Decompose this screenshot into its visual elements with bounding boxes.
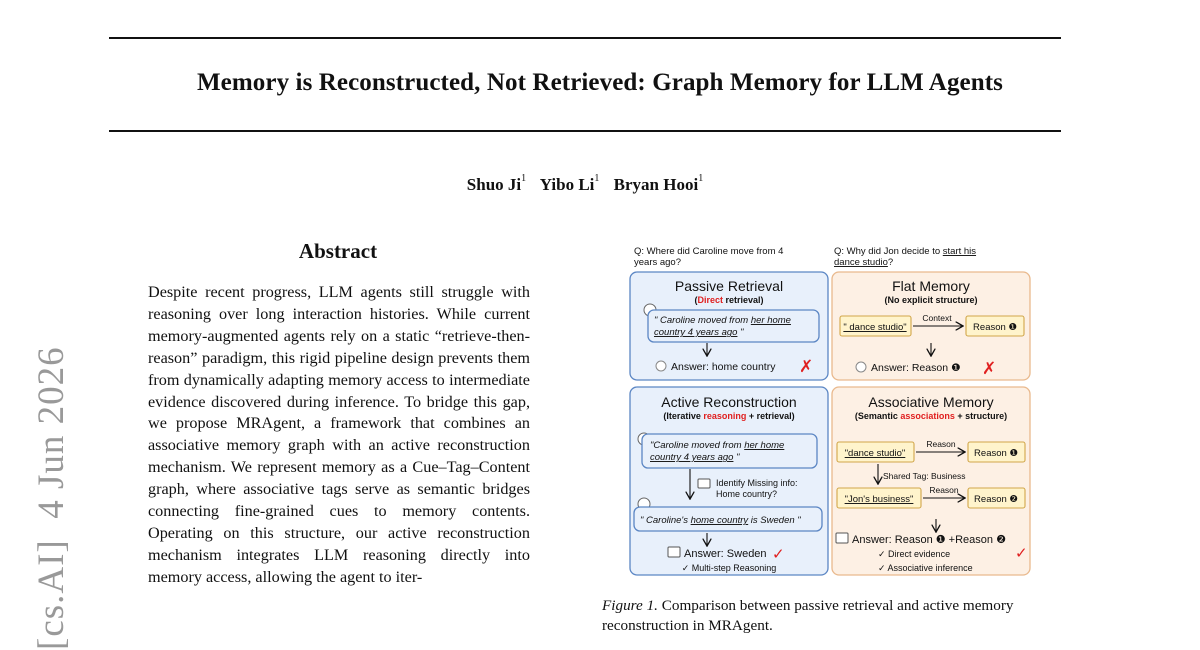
cue-node	[836, 487, 922, 509]
panel-flat-memory: Flat Memory (No explicit structure) " da…	[831, 271, 1031, 381]
cross-mark-icon: ✗	[799, 357, 813, 376]
edge-label: Reason	[926, 439, 956, 449]
panel-title: Flat Memory	[892, 278, 970, 294]
memory-bubble	[647, 309, 820, 343]
caption-text: Comparison between passive retrieval and…	[602, 597, 1014, 634]
cue-node-text: "Jon's business"	[845, 494, 914, 505]
panel-subtitle: (Direct retrieval)	[694, 295, 763, 305]
memory-bubble-text: " Caroline's home country is Sweden "	[640, 515, 801, 526]
cross-mark-icon: ✗	[982, 359, 996, 378]
author-name: Shuo Ji	[466, 175, 522, 194]
robot-icon	[855, 361, 867, 373]
panel-active-reconstruction: Active Reconstruction (Iterative reasoni…	[629, 386, 829, 576]
missing-info-text: Identify Missing info:Home country?	[716, 478, 798, 499]
cue-node-text: " dance studio"	[843, 322, 906, 333]
panel-subtitle: (Iterative reasoning + retrieval)	[663, 411, 794, 421]
author-name: Bryan Hooi	[613, 175, 699, 194]
check-text: ✓ Direct evidence	[878, 549, 950, 559]
robot-icon	[835, 532, 849, 544]
author-list: Shuo Ji1 Yibo Li1 Bryan Hooi1	[0, 173, 1170, 195]
panel-associative-memory: Associative Memory (Semantic association…	[831, 386, 1031, 576]
answer-text: Answer: Sweden	[684, 548, 767, 560]
author-affiliation: 1	[594, 173, 600, 184]
arxiv-stamp: [cs.AI] 4 Jun 2026	[31, 346, 72, 650]
edge-label: Reason	[929, 485, 959, 495]
panel-title: Associative Memory	[868, 394, 993, 410]
panel-passive-retrieval: Passive Retrieval (Direct retrieval) " C…	[629, 271, 829, 381]
panel-subtitle: (Semantic associations + structure)	[855, 411, 1007, 421]
reason-node	[967, 441, 1026, 463]
check-mark-icon: ✓	[772, 546, 785, 563]
title-bottom-rule	[109, 130, 1061, 132]
robot-icon	[667, 546, 681, 558]
author-affiliation: 1	[698, 173, 704, 184]
answer-text: Answer: Reason ❶	[871, 362, 960, 374]
cue-node	[839, 315, 912, 337]
memory-bubble	[641, 433, 818, 469]
check-mark-icon: ✓	[1015, 545, 1028, 562]
reason-node	[965, 315, 1025, 337]
cue-node-text: "dance studio"	[845, 448, 906, 459]
caption-label: Figure 1.	[602, 597, 658, 614]
top-rule	[109, 37, 1061, 39]
author-affiliation: 1	[521, 173, 527, 184]
shared-tag-label: Shared Tag: Business	[883, 471, 966, 481]
reason-node-text: Reason ❶	[974, 448, 1018, 459]
footnote-text: ✓ Multi-step Reasoning	[682, 563, 777, 573]
memory-bubble	[633, 506, 823, 532]
robot-icon	[655, 360, 667, 372]
robot-icon	[697, 478, 711, 489]
reason-node-text: Reason ❷	[974, 494, 1018, 505]
paper-title: Memory is Reconstructed, Not Retrieved: …	[196, 69, 1004, 96]
cue-node	[836, 441, 915, 463]
answer-text: Answer: Reason ❶ +Reason ❷	[852, 534, 1006, 546]
figure-caption: Figure 1. Comparison between passive ret…	[602, 596, 1072, 636]
edge-label: Context	[922, 313, 952, 323]
panel-title: Passive Retrieval	[675, 278, 783, 294]
panel-title: Active Reconstruction	[661, 394, 796, 410]
panel-subtitle: (No explicit structure)	[884, 295, 977, 305]
author-name: Yibo Li	[539, 175, 595, 194]
reason-node	[967, 487, 1026, 509]
answer-text: Answer: home country	[671, 361, 776, 373]
reason-node-text: Reason ❶	[973, 322, 1017, 333]
abstract-body: Despite recent progress, LLM agents stil…	[148, 283, 530, 586]
abstract-heading: Abstract	[298, 239, 378, 263]
check-text: ✓ Associative inference	[878, 563, 973, 573]
